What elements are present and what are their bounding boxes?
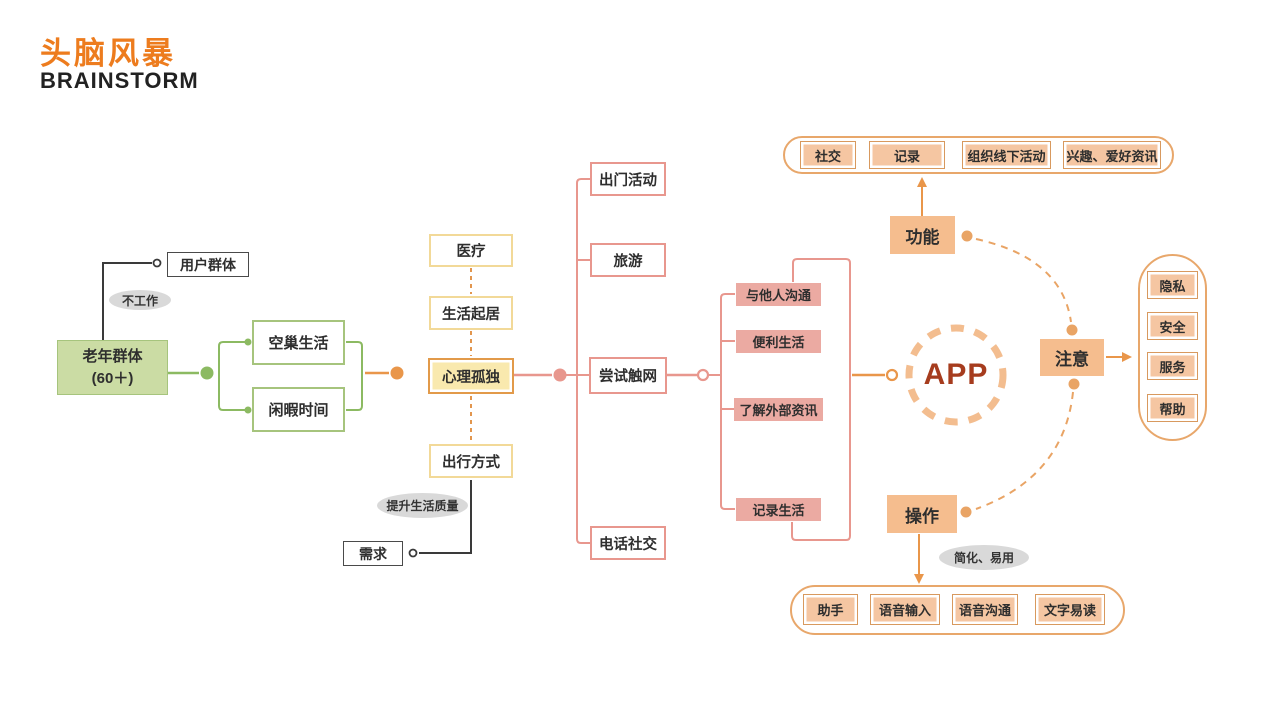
node-daily-life: 生活起居 xyxy=(429,296,513,330)
attention-item-privacy: 隐私 xyxy=(1147,271,1198,299)
node-external-info: 了解外部资讯 xyxy=(734,398,823,421)
page-title: 头脑风暴 xyxy=(40,35,176,71)
attention-item-service: 服务 xyxy=(1147,352,1198,380)
node-outdoor-activity: 出门活动 xyxy=(590,162,666,196)
function-item-social: 社交 xyxy=(800,141,856,169)
node-demand: 需求 xyxy=(343,541,403,566)
node-phone-social: 电话社交 xyxy=(590,526,666,560)
node-loneliness: 心理孤独 xyxy=(428,358,514,394)
label-not-working: 不工作 xyxy=(109,290,171,310)
page-subtitle: BRAINSTORM xyxy=(40,68,199,93)
node-record-life: 记录生活 xyxy=(736,498,821,521)
node-leisure-time: 闲暇时间 xyxy=(252,387,345,432)
function-item-interest-info: 兴趣、爱好资讯 xyxy=(1063,141,1161,169)
node-empty-nest: 空巢生活 xyxy=(252,320,345,365)
function-item-offline-activity: 组织线下活动 xyxy=(962,141,1051,169)
node-user-group: 用户群体 xyxy=(167,252,249,277)
node-tourism: 旅游 xyxy=(590,243,666,277)
label-improve-quality: 提升生活质量 xyxy=(377,493,468,518)
operation-item-readable-text: 文字易读 xyxy=(1035,594,1105,625)
node-attention: 注意 xyxy=(1040,339,1104,376)
node-try-internet: 尝试触网 xyxy=(589,357,667,394)
elderly-line2: (60＋) xyxy=(91,369,134,387)
node-operation: 操作 xyxy=(887,495,957,533)
node-medical: 医疗 xyxy=(429,234,513,267)
node-app: APP xyxy=(923,358,989,391)
elderly-line1: 老年群体 xyxy=(82,347,143,365)
label-simplified-easy: 简化、易用 xyxy=(939,545,1029,570)
attention-item-safety: 安全 xyxy=(1147,312,1198,340)
node-convenient-life: 便利生活 xyxy=(736,330,821,353)
node-communicate-with-others: 与他人沟通 xyxy=(736,283,821,306)
operation-item-voice-input: 语音输入 xyxy=(870,594,940,625)
node-travel-mode: 出行方式 xyxy=(429,444,513,478)
function-item-record: 记录 xyxy=(869,141,945,169)
operation-item-assistant: 助手 xyxy=(803,594,858,625)
attention-item-help: 帮助 xyxy=(1147,394,1198,422)
node-elderly-group: 老年群体 (60＋) xyxy=(57,340,168,395)
operation-item-voice-chat: 语音沟通 xyxy=(952,594,1018,625)
node-function: 功能 xyxy=(890,216,955,254)
